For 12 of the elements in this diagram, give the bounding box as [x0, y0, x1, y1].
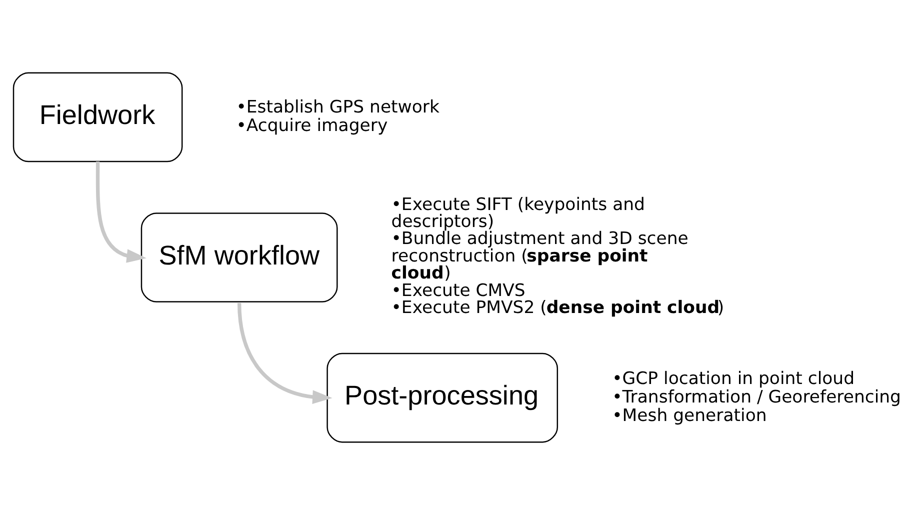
node-label: •Acquire imagery	[236, 116, 388, 136]
node-label: •Establish GPS network	[236, 98, 440, 118]
node-box: Post-processing	[326, 352, 558, 443]
arrow	[96, 162, 146, 263]
node-label: •Transformation / Georeferencing	[612, 387, 901, 408]
node-box: Fieldwork	[12, 72, 183, 162]
node-label: •Execute PMVS2 (dense point cloud)	[391, 298, 724, 318]
arrow	[237, 302, 332, 404]
node-label: •GCP location in point cloud	[612, 368, 855, 389]
node-label: •Execute SIFT (keypoints and descriptors)	[391, 194, 645, 232]
node-box: SfM workflow	[140, 212, 338, 302]
node-label: •Mesh generation	[612, 406, 767, 426]
